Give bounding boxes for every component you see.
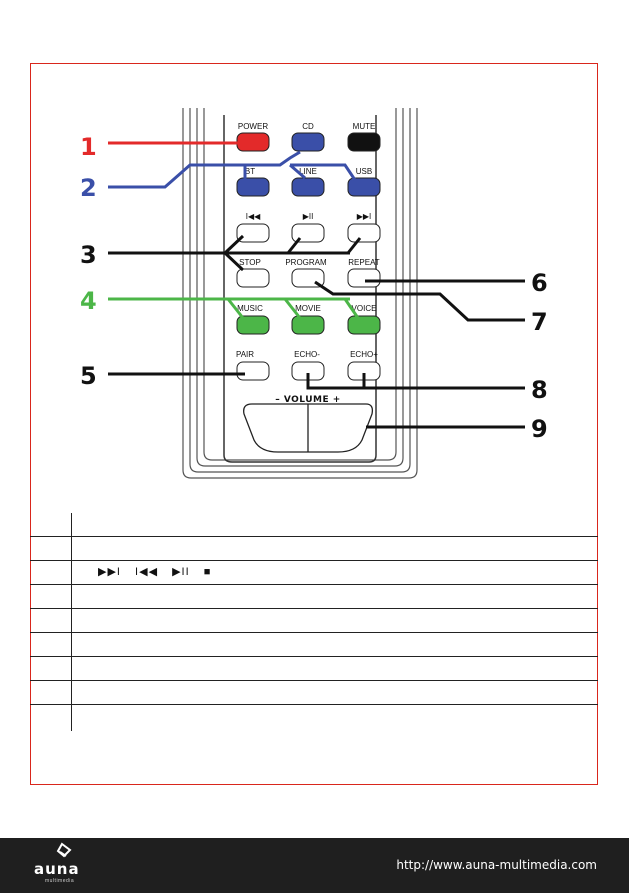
table-row [30,705,598,731]
callout-8-number: 8 [531,376,548,404]
table-row [30,513,598,537]
line-button[interactable] [291,177,325,197]
callout-4-number: 4 [80,287,97,315]
callout-7-number: 7 [531,308,548,336]
callout-2-line [108,150,301,189]
table-row [30,633,598,657]
play-pause-icon: ▶II [303,212,314,221]
usb-button[interactable] [347,177,381,197]
auna-logo-icon [56,842,72,858]
line-label: LINE [299,167,317,176]
volume-label: – VOLUME + [275,395,341,405]
next-button[interactable] [347,223,381,243]
movie-button[interactable] [291,315,325,335]
remote-body [182,108,418,479]
stop-button[interactable] [236,268,270,288]
callout-1-number: 1 [80,133,97,161]
footer-bar: auna multimedia http://www.auna-multimed… [0,838,629,893]
mute-label: MUTE [353,122,376,131]
logo-text: auna [34,860,80,878]
callout-5-number: 5 [80,362,97,390]
program-label: PROGRAM [285,258,327,267]
play-pause-button[interactable] [291,223,325,243]
cd-button[interactable] [291,132,325,152]
transport-symbols: ▶▶I I◀◀ ▶II ■ [98,565,221,578]
callout-3-number: 3 [80,241,97,269]
repeat-label: REPEAT [348,258,380,267]
logo-subtext: multimedia [45,878,75,884]
previous-icon: I◀◀ [246,212,261,221]
pair-button[interactable] [236,361,270,381]
bt-button[interactable] [236,177,270,197]
movie-label: MOVIE [295,304,321,313]
usb-label: USB [356,167,372,176]
content-frame [30,63,598,785]
play-pause-symbol: ▶II [172,566,190,578]
table-row [30,657,598,681]
next-symbol: ▶▶I [98,566,121,578]
stop-symbol: ■ [203,566,212,578]
previous-symbol: I◀◀ [135,566,159,578]
table-row [30,585,598,609]
music-button[interactable] [236,315,270,335]
callout-2-number: 2 [80,174,97,202]
stop-label: STOP [239,258,261,267]
music-label: MUSIC [237,304,263,313]
callout-8-line [306,373,525,390]
remote-control-diagram: POWER CD MUTE BT LINE USB I◀◀ ▶II ▶▶I ST… [80,108,548,479]
power-label: POWER [238,122,268,131]
callout-7-line [314,280,525,322]
repeat-button[interactable] [347,268,381,288]
table-row [30,681,598,705]
voice-button[interactable] [347,315,381,335]
bt-label: BT [245,167,255,176]
mute-button[interactable] [347,132,381,152]
website-url-link[interactable]: http://www.auna-multimedia.com [396,858,597,872]
next-icon: ▶▶I [357,212,372,221]
table-row: ▶▶I I◀◀ ▶II ■ [30,561,598,585]
power-button[interactable] [236,132,270,152]
cd-label: CD [302,122,314,131]
table-row [30,537,598,561]
echo-minus-label: ECHO- [294,350,320,359]
callout-6-number: 6 [531,269,548,297]
callout-9-number: 9 [531,415,548,443]
voice-label: VOICE [352,304,377,313]
pair-label: PAIR [236,350,254,359]
table-row [30,609,598,633]
echo-plus-label: ECHO+ [350,350,378,359]
previous-button[interactable] [236,223,270,243]
